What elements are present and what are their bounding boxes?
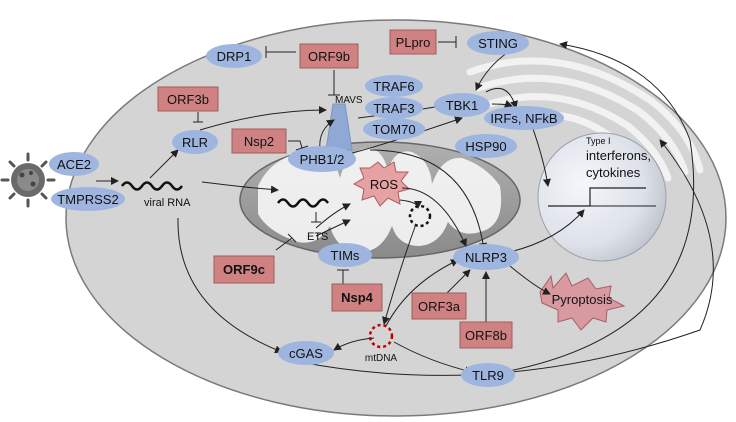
label-orf9c: ORF9c (223, 262, 265, 277)
node-nlrp3: NLRP3 (453, 244, 519, 270)
label-orf3b: ORF3b (167, 92, 209, 107)
label-tlr9: TLR9 (472, 368, 504, 383)
box-orf8b: ORF8b (459, 321, 513, 349)
nucleus (537, 132, 667, 262)
label-tims: TIMs (331, 248, 360, 263)
label-cytokines: cytokines (586, 165, 641, 180)
node-tom70: TOM70 (363, 118, 425, 140)
node-tbk1: TBK1 (434, 93, 490, 117)
node-cgas: cGAS (278, 341, 334, 365)
node-tmprss2: TMPRSS2 (51, 187, 125, 211)
node-hsp90: HSP90 (455, 134, 517, 158)
box-orf3b: ORF3b (157, 86, 219, 112)
label-viral-rna: viral RNA (144, 197, 191, 209)
label-tmprss2: TMPRSS2 (57, 192, 118, 207)
label-mavs: MAVS (335, 95, 363, 106)
node-ace2: ACE2 (49, 152, 99, 176)
label-sting: STING (478, 36, 518, 51)
label-tom70: TOM70 (372, 122, 415, 137)
ros-star (352, 161, 410, 207)
label-traf3: TRAF3 (373, 101, 414, 116)
node-drp1: DRP1 (206, 44, 262, 68)
inhibitor-lines (193, 36, 457, 284)
label-traf6: TRAF6 (373, 79, 414, 94)
label-mtdna: mtDNA (365, 353, 398, 364)
label-orf9b: ORF9b (308, 49, 350, 64)
label-orf3a: ORF3a (418, 299, 461, 314)
box-orf3a: ORF3a (411, 292, 467, 320)
label-nsp4: Nsp4 (341, 290, 374, 305)
label-cgas: cGAS (289, 346, 323, 361)
box-nsp4: Nsp4 (331, 283, 383, 312)
box-nsp2: Nsp2 (231, 128, 287, 154)
mito-rna-wave (276, 198, 330, 208)
node-tlr9: TLR9 (461, 363, 515, 387)
label-ros: ROS (370, 177, 399, 192)
virus-particle (0, 152, 56, 208)
label-phb: PHB1/2 (300, 152, 345, 167)
label-ace2: ACE2 (57, 157, 91, 172)
label-interferons: interferons, (586, 148, 651, 163)
label-type1: Type I (586, 136, 611, 146)
label-orf8b: ORF8b (465, 328, 507, 343)
mtdna-circle (368, 323, 394, 349)
node-phb: PHB1/2 (288, 146, 356, 172)
node-traf3: TRAF3 (365, 97, 423, 119)
node-sting: STING (467, 31, 529, 55)
label-ets: ETS (307, 231, 328, 243)
node-rlr: RLR (172, 130, 218, 154)
box-plpro: PLpro (389, 29, 437, 55)
box-orf9c: ORF9c (213, 255, 275, 284)
pyroptosis-star (539, 272, 626, 331)
node-irfs-nfkb: IRFs, NFkB (484, 106, 564, 130)
label-pyroptosis: Pyroptosis (552, 292, 613, 307)
label-irfs-nfkb: IRFs, NFkB (490, 111, 557, 126)
label-tbk1: TBK1 (446, 98, 479, 113)
viral-rna-wave (120, 181, 184, 191)
label-hsp90: HSP90 (465, 139, 506, 154)
box-orf9b: ORF9b (299, 43, 359, 69)
node-tims: TIMs (318, 243, 372, 267)
mtdna-circle-inner (408, 204, 432, 228)
node-traf6: TRAF6 (365, 75, 423, 97)
label-drp1: DRP1 (217, 49, 252, 64)
label-nlrp3: NLRP3 (465, 250, 507, 265)
label-rlr: RLR (182, 135, 208, 150)
label-nsp2: Nsp2 (244, 134, 274, 149)
label-plpro: PLpro (396, 35, 431, 50)
mavs-channel (325, 103, 353, 151)
